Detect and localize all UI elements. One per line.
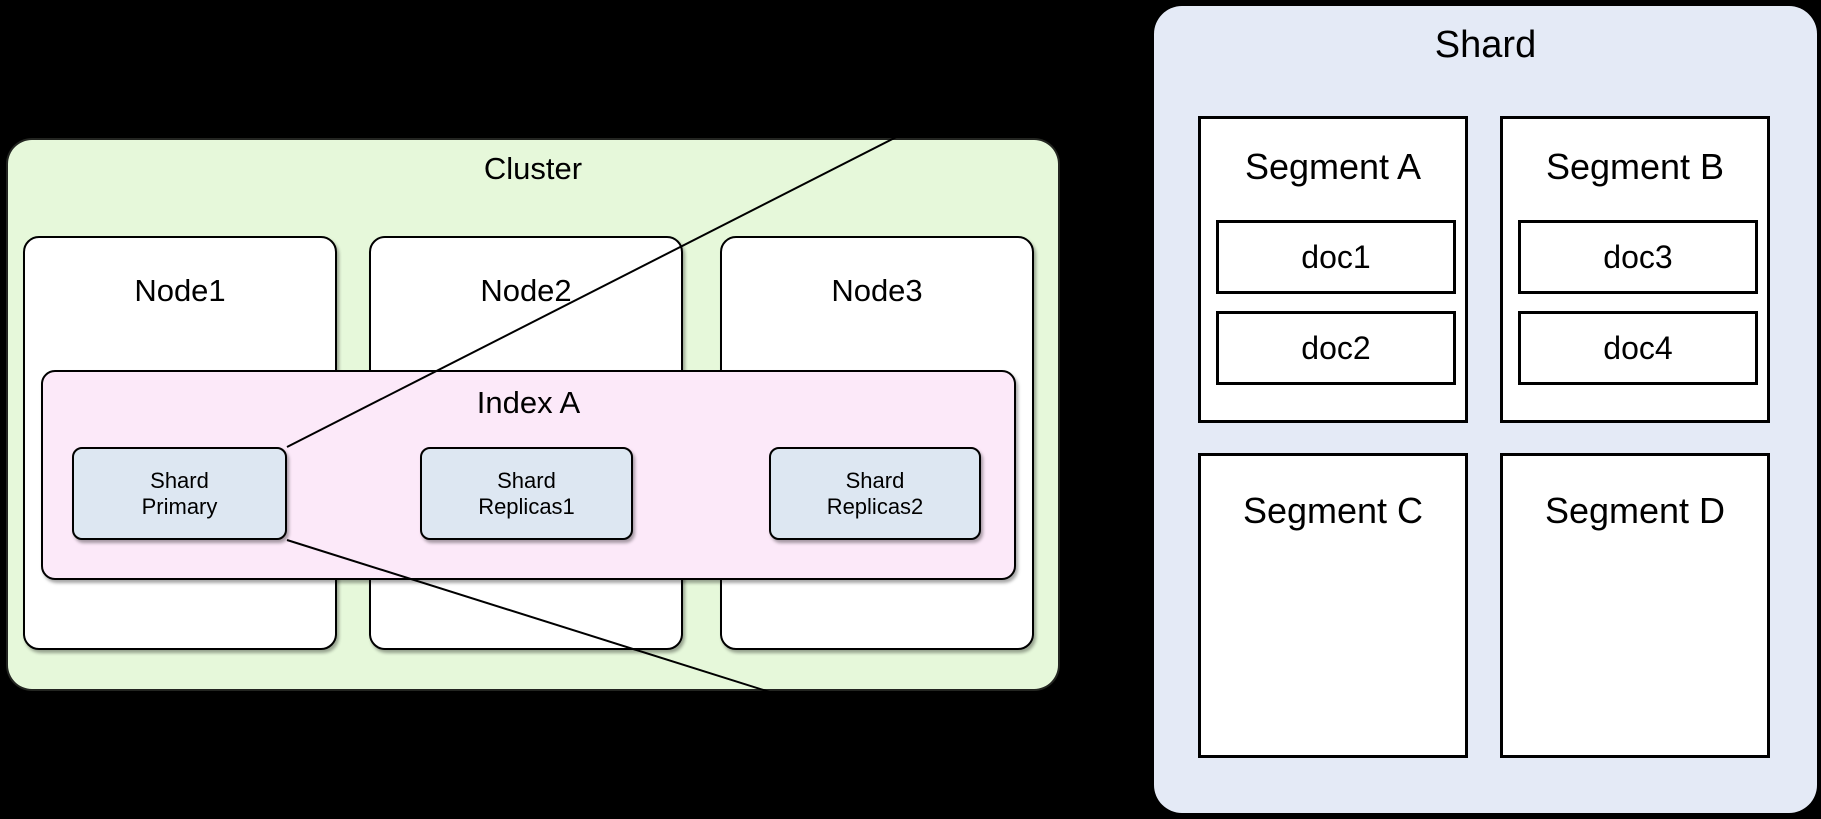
- index-a-title: Index A: [476, 385, 581, 420]
- node3-title: Node3: [831, 273, 923, 308]
- node1-title: Node1: [134, 273, 226, 308]
- shard-replicas2-box: Shard Replicas2: [769, 447, 981, 540]
- doc3-label: doc3: [1603, 238, 1673, 275]
- segment-c-title: Segment C: [1242, 490, 1424, 531]
- segment-b-box: Segment B doc3 doc4: [1500, 116, 1770, 423]
- doc1-label: doc1: [1301, 238, 1371, 275]
- shard-detail-panel: Shard Segment A doc1 doc2 Segment B doc3…: [1154, 6, 1817, 813]
- doc1-box: doc1: [1216, 220, 1456, 294]
- doc2-label: doc2: [1301, 329, 1371, 366]
- segment-d-box: Segment D: [1500, 453, 1770, 758]
- segment-b-title: Segment B: [1545, 146, 1725, 187]
- shard-replicas1-box: Shard Replicas1: [420, 447, 633, 540]
- segment-c-box: Segment C: [1198, 453, 1468, 758]
- doc4-box: doc4: [1518, 311, 1758, 385]
- shard-primary-box: Shard Primary: [72, 447, 287, 540]
- cluster-title: Cluster: [483, 151, 583, 186]
- node2-title: Node2: [480, 273, 572, 308]
- shard-replicas1-label: Shard Replicas1: [478, 467, 575, 519]
- segment-a-box: Segment A doc1 doc2: [1198, 116, 1468, 423]
- segment-a-title: Segment A: [1244, 146, 1422, 187]
- segment-d-title: Segment D: [1544, 490, 1726, 531]
- doc3-box: doc3: [1518, 220, 1758, 294]
- doc2-box: doc2: [1216, 311, 1456, 385]
- doc4-label: doc4: [1603, 329, 1673, 366]
- shard-detail-title: Shard: [1434, 24, 1537, 66]
- shard-replicas2-label: Shard Replicas2: [826, 467, 924, 519]
- shard-primary-label: Shard Primary: [141, 467, 218, 519]
